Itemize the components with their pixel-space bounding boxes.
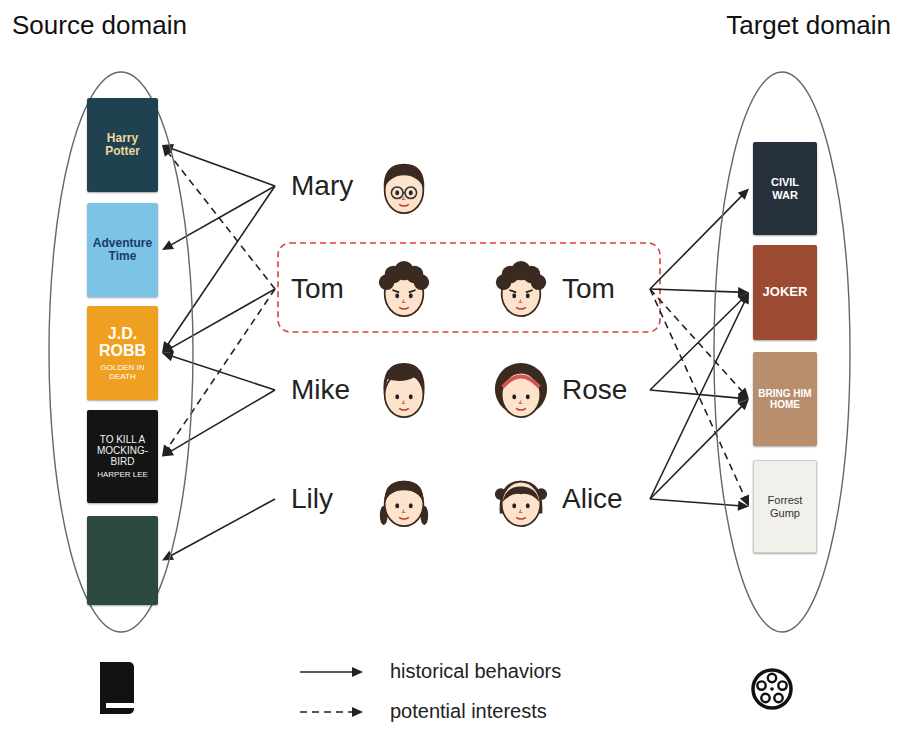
user-avatar bbox=[492, 257, 550, 321]
behavior-arrow bbox=[162, 352, 275, 390]
user-node: Tom bbox=[492, 257, 634, 321]
behavior-arrow bbox=[162, 186, 275, 353]
connector-line bbox=[650, 289, 739, 292]
cover-title: HARPER LEE bbox=[97, 471, 148, 480]
book-icon bbox=[100, 662, 134, 714]
legend-text: historical behaviors bbox=[390, 660, 561, 683]
behavior-arrow bbox=[162, 289, 275, 353]
movie-poster: Forrest Gump bbox=[753, 460, 817, 553]
interest-arrow bbox=[650, 289, 749, 507]
connector-line bbox=[171, 148, 275, 186]
user-node: Mary bbox=[291, 154, 433, 218]
cover-title: Forrest Gump bbox=[758, 494, 812, 518]
user-avatar bbox=[492, 358, 550, 422]
domain-heading: Target domain bbox=[726, 10, 891, 41]
movie-poster: CIVIL WAR bbox=[753, 142, 817, 235]
arrow-head bbox=[162, 551, 174, 561]
arrow-head bbox=[162, 343, 174, 353]
user-name: Mike bbox=[291, 374, 363, 406]
connector-line bbox=[650, 302, 745, 499]
behavior-arrow bbox=[650, 293, 749, 391]
cover-title: CIVIL WAR bbox=[757, 176, 813, 200]
user-avatar bbox=[375, 257, 433, 321]
behavior-arrow bbox=[650, 287, 749, 297]
cover-title: Adventure Time bbox=[91, 237, 154, 263]
connector-line bbox=[171, 289, 275, 348]
arrow-head bbox=[740, 293, 749, 305]
film-reel-icon bbox=[753, 670, 791, 708]
legend-solid-sample bbox=[300, 667, 363, 677]
user-name: Tom bbox=[291, 273, 363, 305]
user-avatar bbox=[375, 154, 433, 218]
arrow-head bbox=[738, 501, 749, 511]
user-name: Rose bbox=[562, 374, 634, 406]
cover-title: J.D. ROBB bbox=[91, 325, 154, 360]
behavior-arrow bbox=[650, 189, 749, 290]
behavior-arrow bbox=[162, 499, 275, 561]
cover-title: JOKER bbox=[763, 285, 808, 299]
behavior-arrow bbox=[162, 390, 275, 457]
domain-ellipse: Source domainHarry PotterAdventure TimeJ… bbox=[5, 8, 245, 640]
arrow-head bbox=[738, 293, 749, 304]
cover-title: GOLDEN IN DEATH bbox=[91, 364, 154, 382]
user-node: Mike bbox=[291, 358, 433, 422]
cover-title: TO KILL A MOCKING-BIRD bbox=[91, 434, 154, 467]
movie-poster: JOKER bbox=[753, 245, 817, 340]
same-user-bracket bbox=[278, 243, 660, 332]
interest-arrow bbox=[162, 145, 275, 289]
connector-line bbox=[650, 289, 742, 392]
cover-title: Harry Potter bbox=[91, 132, 154, 158]
book-cover: TO KILL A MOCKING-BIRD HARPER LEE bbox=[87, 410, 158, 503]
user-avatar bbox=[375, 358, 433, 422]
domain-ellipse: Target domainCIVIL WAR JOKER BRING HIM HOM… bbox=[660, 8, 897, 640]
connector-line bbox=[172, 356, 275, 390]
book-cover: Harry Potter bbox=[87, 98, 158, 192]
behavior-arrow bbox=[162, 144, 275, 186]
arrow-head bbox=[738, 189, 749, 200]
user-node: Lily bbox=[291, 467, 433, 531]
legend-dashed-sample bbox=[300, 707, 363, 717]
arrow-head bbox=[162, 240, 174, 250]
arrow-head bbox=[162, 352, 174, 362]
behavior-arrow bbox=[650, 293, 749, 500]
connector-line bbox=[650, 499, 739, 506]
user-node: Tom bbox=[291, 257, 433, 321]
user-name: Lily bbox=[291, 483, 363, 515]
interest-arrow bbox=[162, 289, 275, 457]
book-cover: J.D. ROBB GOLDEN IN DEATH bbox=[87, 306, 158, 400]
connector-line bbox=[650, 196, 742, 289]
arrow-head bbox=[738, 399, 749, 410]
user-node: Rose bbox=[492, 358, 634, 422]
connector-line bbox=[650, 300, 742, 390]
user-avatar bbox=[492, 467, 550, 531]
cover-title: BRING HIM HOME bbox=[757, 388, 813, 410]
connector-line bbox=[171, 390, 275, 451]
user-avatar bbox=[375, 467, 433, 531]
domain-heading: Source domain bbox=[12, 10, 187, 41]
behavior-arrow bbox=[650, 499, 749, 511]
connector-line bbox=[650, 406, 742, 499]
user-name: Alice bbox=[562, 483, 634, 515]
domain-ellipse-line bbox=[714, 72, 850, 632]
connector-line bbox=[168, 289, 275, 448]
connector-line bbox=[171, 499, 275, 556]
legend-text: potential interests bbox=[390, 700, 547, 723]
user-node: Alice bbox=[492, 467, 634, 531]
arrow-head bbox=[162, 447, 174, 457]
interest-arrow bbox=[650, 289, 749, 399]
movie-poster: BRING HIM HOME bbox=[753, 352, 817, 446]
book-cover: Adventure Time bbox=[87, 203, 158, 297]
book-cover bbox=[87, 516, 158, 605]
domain-ellipse-line bbox=[49, 72, 193, 632]
user-name: Mary bbox=[291, 170, 363, 202]
connector-line bbox=[650, 390, 739, 398]
behavior-arrow bbox=[650, 399, 749, 499]
connector-line bbox=[650, 289, 745, 497]
user-name: Tom bbox=[562, 273, 634, 305]
